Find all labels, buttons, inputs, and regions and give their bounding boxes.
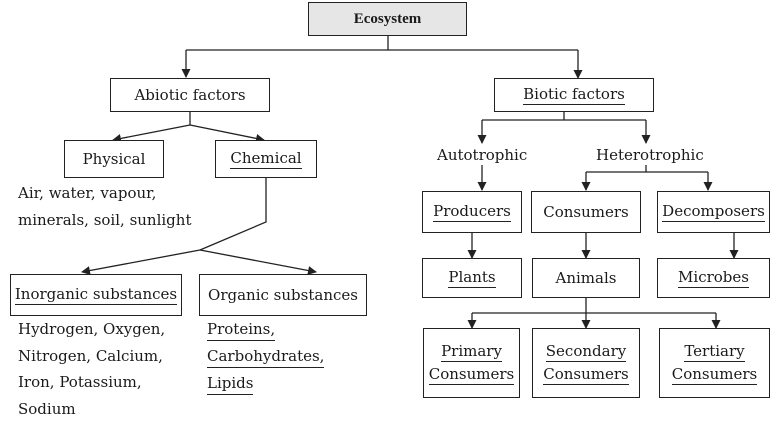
tertiary-consumers-box: Tertiary Consumers bbox=[659, 328, 770, 398]
physical-example-line: Air, water, vapour, bbox=[18, 180, 191, 207]
organic-substances-label: Organic substances bbox=[208, 283, 358, 307]
animals-label: Animals bbox=[556, 266, 617, 290]
arrow-to-physical bbox=[113, 125, 190, 140]
physical-box: Physical bbox=[64, 140, 164, 178]
decomposers-label: Decomposers bbox=[662, 202, 765, 222]
organic-example-line: Proteins, bbox=[207, 318, 275, 341]
primary-consumers-box: Primary Consumers bbox=[423, 328, 520, 398]
organic-example-line: Lipids bbox=[207, 372, 253, 395]
secondary-consumers-box: Secondary Consumers bbox=[532, 328, 640, 398]
inorganic-example-line: Hydrogen, Oxygen, bbox=[18, 316, 165, 343]
inorganic-example-line: Nitrogen, Calcium, bbox=[18, 343, 165, 370]
plants-label: Plants bbox=[448, 268, 495, 288]
inorganic-examples: Hydrogen, Oxygen, Nitrogen, Calcium, Iro… bbox=[18, 316, 165, 422]
producers-label: Producers bbox=[433, 202, 511, 222]
producers-box: Producers bbox=[422, 191, 522, 233]
plants-box: Plants bbox=[422, 258, 522, 298]
ecosystem-label: Ecosystem bbox=[354, 7, 422, 31]
decomposers-box: Decomposers bbox=[657, 191, 770, 233]
biotic-factors-label: Biotic factors bbox=[523, 85, 625, 105]
microbes-label: Microbes bbox=[678, 268, 749, 288]
physical-example-line: minerals, soil, sunlight bbox=[18, 207, 191, 234]
organic-examples: Proteins, Carbohydrates, Lipids bbox=[207, 318, 324, 399]
chemical-connector bbox=[200, 177, 266, 250]
primary-label: Primary bbox=[441, 342, 502, 362]
animals-box: Animals bbox=[532, 258, 640, 298]
ecosystem-box: Ecosystem bbox=[308, 2, 467, 36]
arrow-to-organic bbox=[200, 250, 316, 272]
ecosystem-diagram: Ecosystem Abiotic factors Physical Chemi… bbox=[0, 0, 779, 412]
organic-example-line: Carbohydrates, bbox=[207, 345, 324, 368]
inorganic-example-line: Iron, Potassium, bbox=[18, 369, 165, 396]
inorganic-example-line: Sodium bbox=[18, 396, 165, 422]
arrow-to-chemical bbox=[190, 125, 264, 140]
physical-examples: Air, water, vapour, minerals, soil, sunl… bbox=[18, 180, 191, 233]
tertiary-consumers-label: Consumers bbox=[672, 365, 758, 385]
biotic-factors-box: Biotic factors bbox=[494, 78, 654, 112]
microbes-box: Microbes bbox=[657, 258, 770, 298]
consumers-label: Consumers bbox=[543, 200, 629, 224]
arrow-to-inorganic bbox=[82, 250, 200, 272]
chemical-label: Chemical bbox=[230, 149, 301, 169]
consumers-box: Consumers bbox=[531, 191, 641, 233]
secondary-consumers-label: Consumers bbox=[543, 365, 629, 385]
inorganic-substances-label: Inorganic substances bbox=[15, 285, 177, 305]
chemical-box: Chemical bbox=[215, 140, 317, 178]
abiotic-factors-label: Abiotic factors bbox=[134, 83, 245, 107]
heterotrophic-label: Heterotrophic bbox=[596, 145, 704, 165]
physical-label: Physical bbox=[83, 147, 146, 171]
autotrophic-label: Autotrophic bbox=[437, 145, 527, 165]
inorganic-substances-box: Inorganic substances bbox=[10, 274, 182, 316]
root-connector bbox=[186, 36, 578, 50]
secondary-label: Secondary bbox=[546, 342, 626, 362]
organic-substances-box: Organic substances bbox=[199, 274, 367, 316]
primary-consumers-label: Consumers bbox=[429, 365, 515, 385]
abiotic-factors-box: Abiotic factors bbox=[110, 78, 270, 112]
tertiary-label: Tertiary bbox=[684, 342, 744, 362]
